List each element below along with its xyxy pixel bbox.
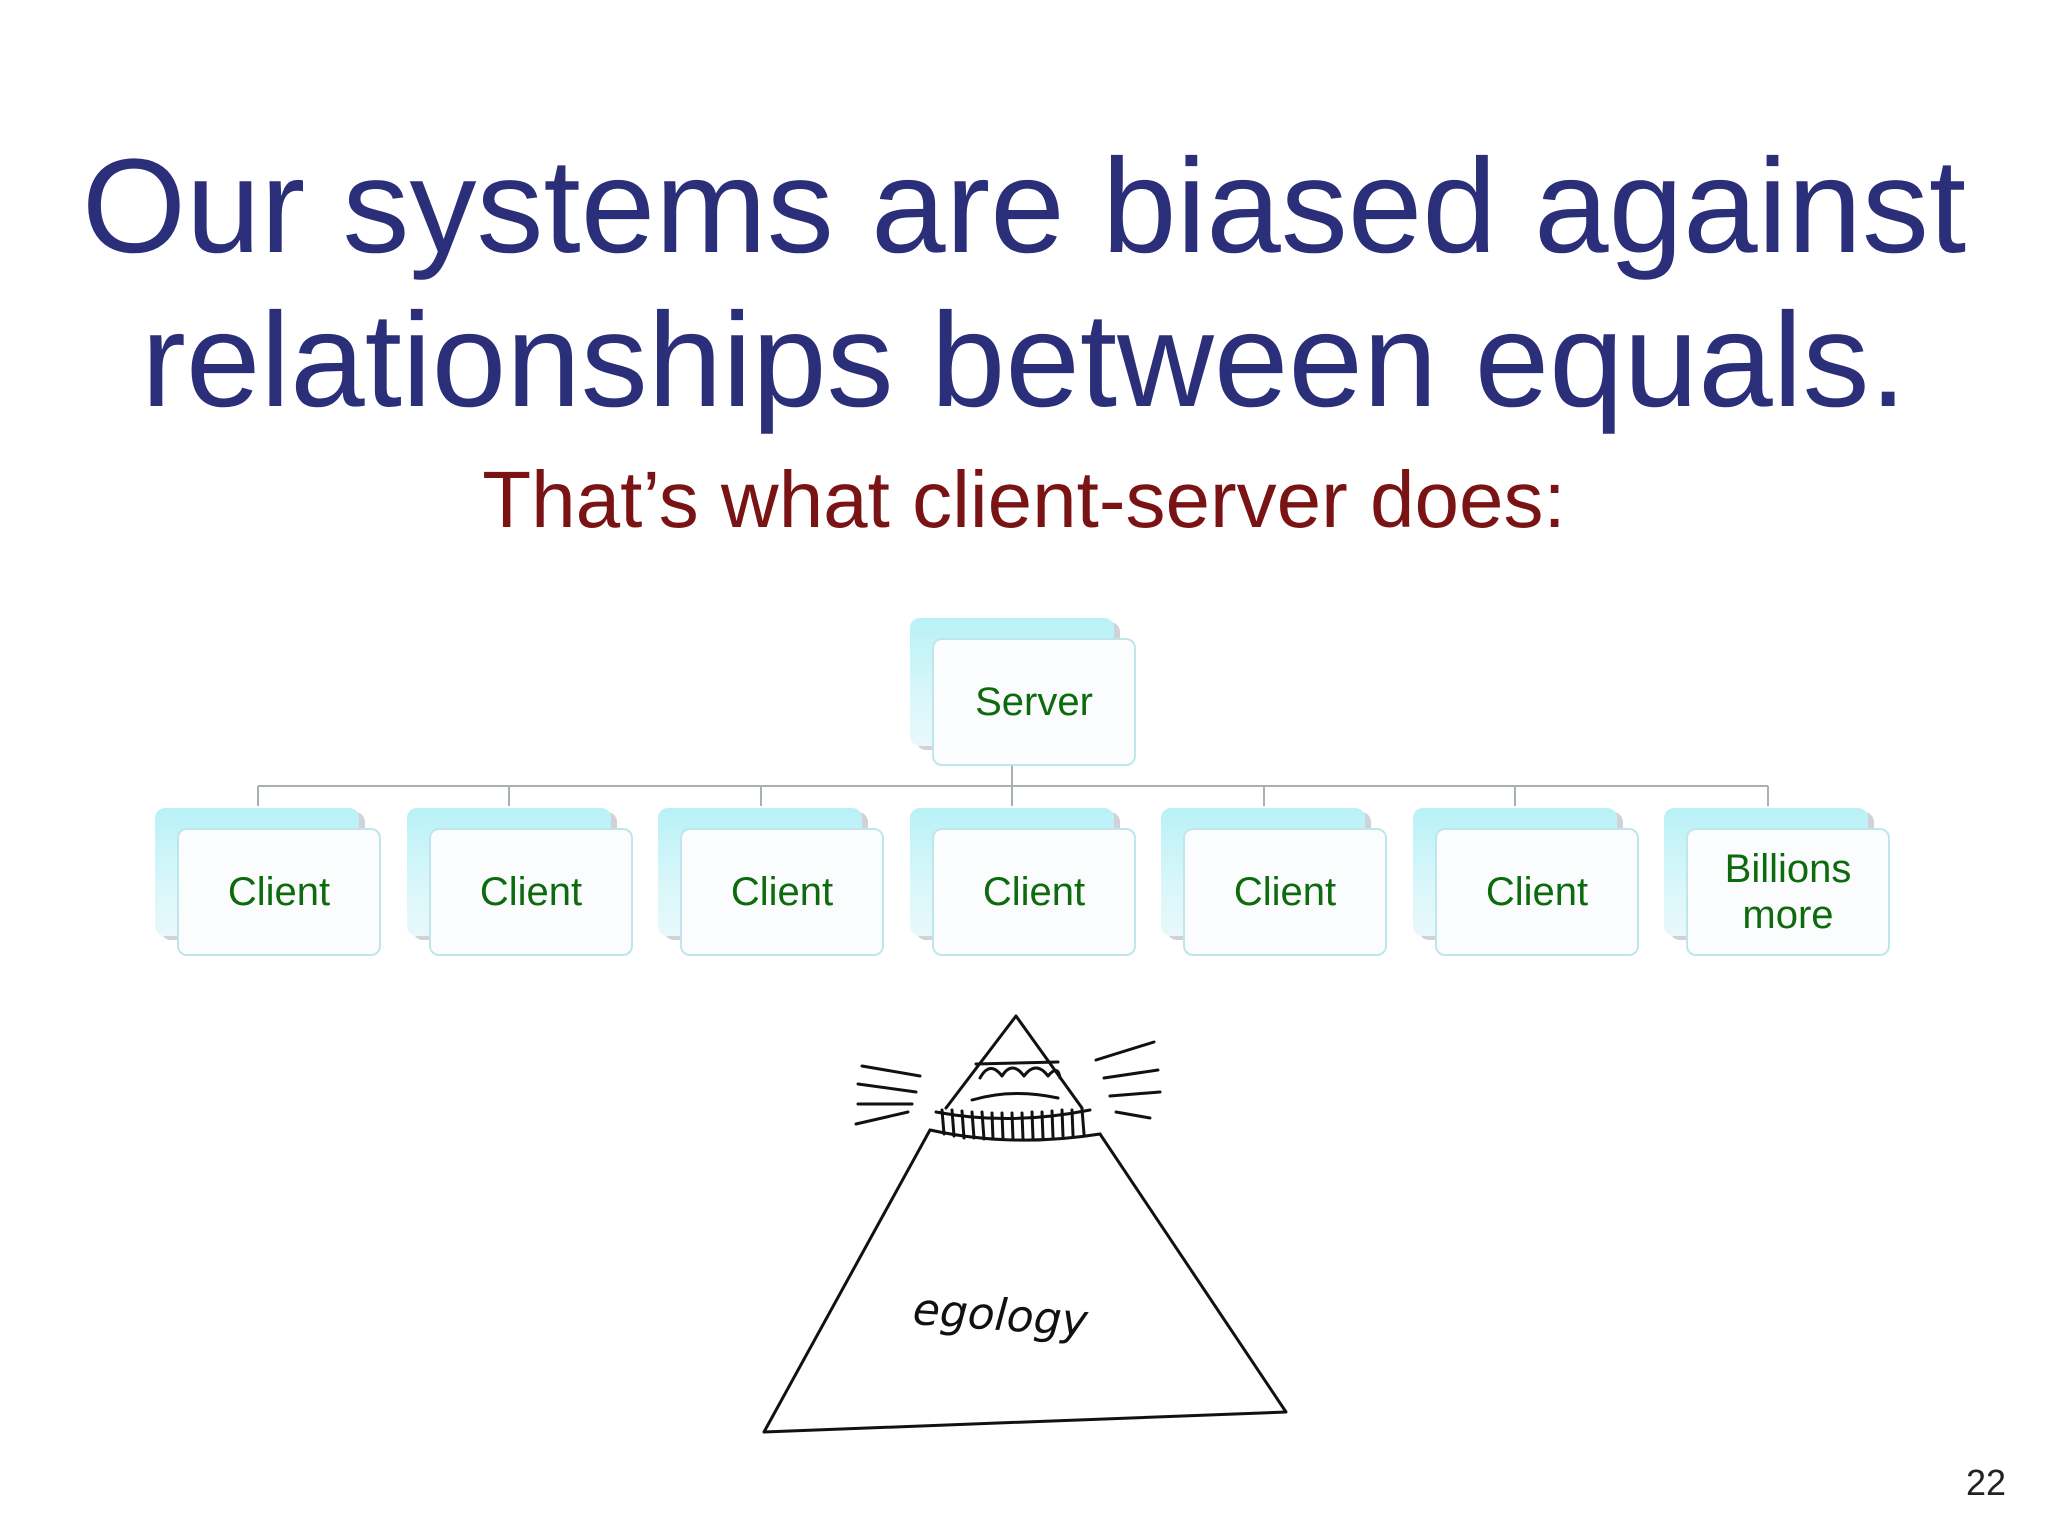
billions-more-label: Billions more: [1686, 828, 1890, 956]
slide-subtitle: That’s what client-server does:: [482, 455, 1566, 544]
client-node-5: Client: [1161, 808, 1387, 956]
client-server-diagram: Server Client Client Client Client Clien…: [155, 618, 1890, 956]
client-node-2: Client: [407, 808, 633, 956]
radiating-lines-left: [854, 1064, 922, 1126]
client-node-4: Client: [910, 808, 1136, 956]
server-node-label: Server: [932, 638, 1136, 766]
slide-title: Our systems are biased against relations…: [0, 130, 2048, 438]
client-node-3: Client: [658, 808, 884, 956]
server-node: Server: [910, 618, 1136, 766]
egology-label: egology: [911, 1284, 1090, 1347]
client-node-1: Client: [155, 808, 381, 956]
pyramid-outline: [762, 1128, 1288, 1434]
slide-title-line-2: relationships between equals.: [141, 285, 1907, 435]
client-node-label: Client: [1183, 828, 1387, 956]
client-node-label: Client: [177, 828, 381, 956]
client-node-label: Client: [932, 828, 1136, 956]
client-node-label: Client: [1435, 828, 1639, 956]
client-node-6: Client: [1413, 808, 1639, 956]
page-number: 22: [1965, 1462, 2006, 1503]
slide-title-line-1: Our systems are biased against: [81, 131, 1967, 281]
radiating-lines-right: [1094, 1040, 1162, 1120]
billions-more-node: Billions more: [1664, 808, 1890, 956]
client-node-label: Client: [680, 828, 884, 956]
diagram-connectors: [257, 764, 1769, 806]
client-node-label: Client: [429, 828, 633, 956]
